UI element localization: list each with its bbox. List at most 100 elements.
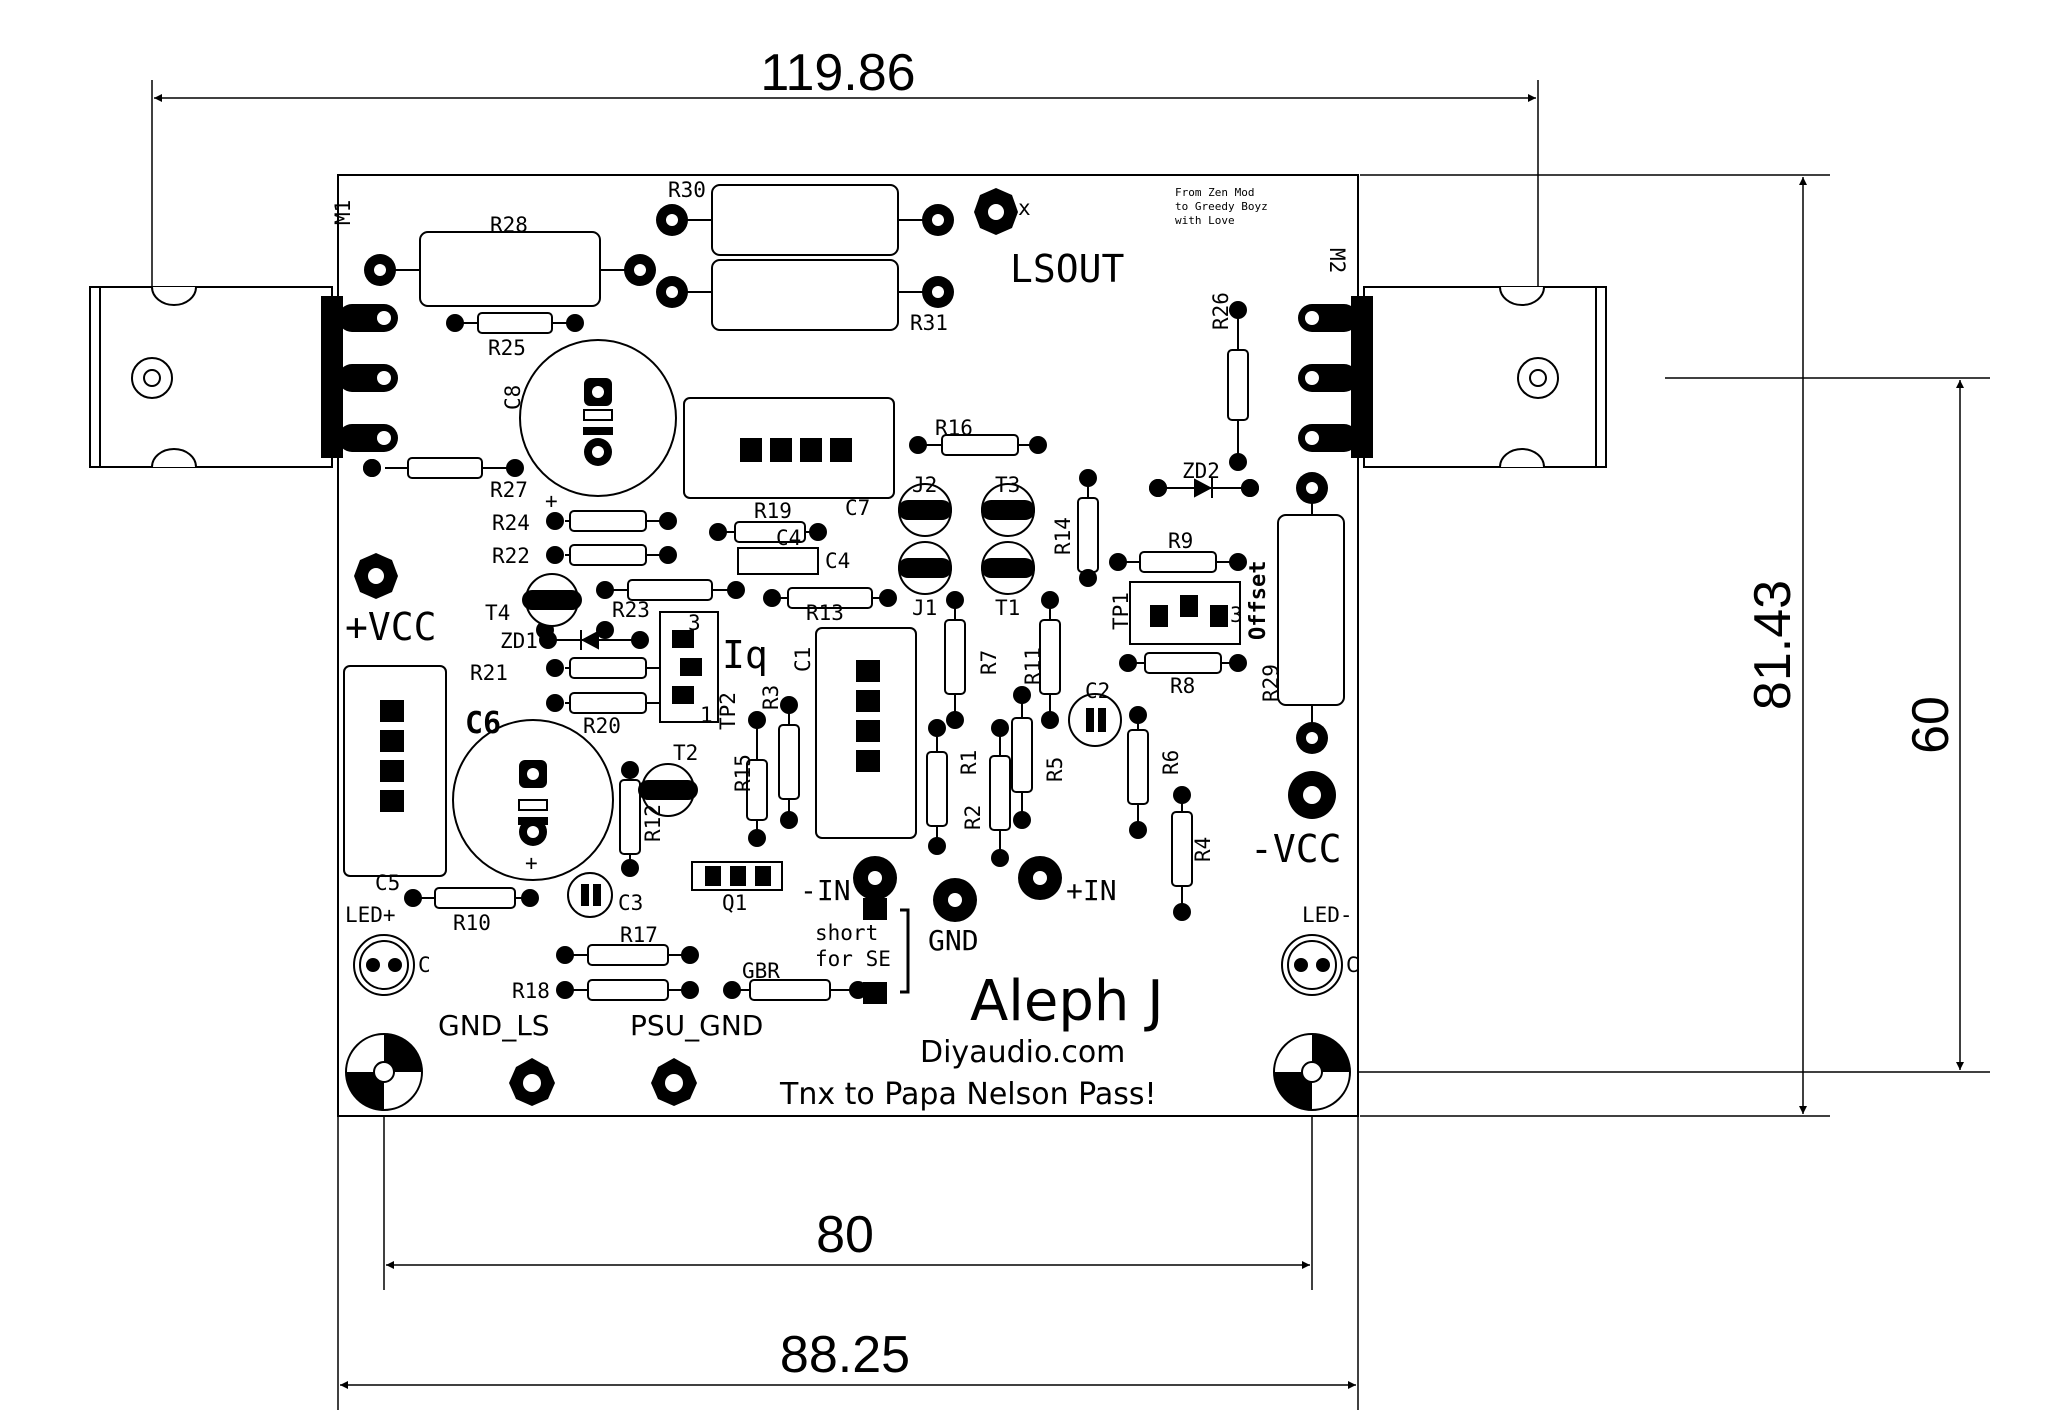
label-m1: M1 xyxy=(331,200,355,225)
label-m2: M2 xyxy=(1325,248,1349,273)
board-title: Aleph J xyxy=(970,969,1164,1034)
label-short: short xyxy=(815,921,878,945)
capacitor-c6-pads xyxy=(519,760,547,846)
label-r19: R19 xyxy=(754,499,792,523)
dim-right-short: 60 xyxy=(1902,696,1960,754)
label-r12: R12 xyxy=(641,804,665,842)
label-led-pos: LED+ xyxy=(345,903,396,927)
label-t4: T4 xyxy=(485,601,510,625)
label-r7: R7 xyxy=(977,650,1001,675)
label-vcc-pos: +VCC xyxy=(345,605,437,649)
label-r11: R11 xyxy=(1021,647,1045,685)
label-vcc-neg: -VCC xyxy=(1250,827,1342,871)
label-c4b: C4 xyxy=(825,549,850,573)
label-r25: R25 xyxy=(488,336,526,360)
small-pads xyxy=(363,301,1259,999)
zener-pads xyxy=(539,479,1259,649)
label-gnd: GND xyxy=(928,924,979,957)
label-for-se: for SE xyxy=(815,947,891,971)
x-mark: x xyxy=(1018,196,1031,220)
label-r24: R24 xyxy=(492,511,530,535)
label-r9: R9 xyxy=(1168,529,1193,553)
label-j2: J2 xyxy=(912,473,937,497)
label-r31: R31 xyxy=(910,311,948,335)
label-r6: R6 xyxy=(1159,750,1183,775)
label-r23: R23 xyxy=(612,598,650,622)
label-r1: R1 xyxy=(957,750,981,775)
q1-pads xyxy=(581,708,1106,906)
label-c7: C7 xyxy=(845,496,870,520)
label-r30: R30 xyxy=(668,178,706,202)
board-thanks: Tnx to Papa Nelson Pass! xyxy=(779,1077,1157,1112)
dedication-line-1: From Zen Mod xyxy=(1175,186,1254,199)
leds xyxy=(353,934,1343,996)
terminals xyxy=(354,188,1336,1106)
label-r18: R18 xyxy=(512,979,550,1003)
led-pads xyxy=(366,958,1330,972)
label-r14: R14 xyxy=(1051,517,1075,555)
label-tp2: TP2 xyxy=(716,692,740,730)
label-in-neg: -IN xyxy=(800,874,851,907)
label-in-pos: +IN xyxy=(1066,874,1117,907)
label-r27: R27 xyxy=(490,478,528,502)
dimension-lines xyxy=(151,80,1990,1410)
label-r5: R5 xyxy=(1043,757,1067,782)
mosfet-m1 xyxy=(89,286,343,468)
label-r8: R8 xyxy=(1170,674,1195,698)
dedication-line-2: to Greedy Boyz xyxy=(1175,200,1268,213)
label-c1: C1 xyxy=(791,647,815,672)
label-c2: C2 xyxy=(1085,679,1110,703)
mosfet-m2 xyxy=(1351,286,1607,468)
label-r4: R4 xyxy=(1191,837,1215,862)
label-r13: R13 xyxy=(806,601,844,625)
label-t2: T2 xyxy=(673,741,698,765)
mounting-holes xyxy=(345,1033,1351,1111)
label-r26: R26 xyxy=(1209,292,1233,330)
small-resistors-v xyxy=(619,310,1249,912)
label-tp2-pin3: 3 xyxy=(688,611,701,635)
label-led-neg: LED- xyxy=(1302,903,1353,927)
label-r21: R21 xyxy=(470,661,508,685)
label-zd1: ZD1 xyxy=(500,629,538,653)
label-gnd-ls: GND_LS xyxy=(438,1009,550,1042)
label-r17: R17 xyxy=(620,923,658,947)
c6-plus: + xyxy=(525,851,538,875)
label-c5: C5 xyxy=(375,871,400,895)
label-zd2: ZD2 xyxy=(1182,459,1220,483)
to92-pads xyxy=(522,500,1035,800)
dedication-line-3: with Love xyxy=(1175,214,1235,227)
label-gbr: GBR xyxy=(742,959,780,983)
film-cap-pads xyxy=(380,438,880,812)
trimmer-pads xyxy=(672,595,1228,704)
mosfet-pads xyxy=(338,304,1358,452)
dim-right-tall: 81.43 xyxy=(1744,580,1802,710)
capacitor-c8 xyxy=(519,339,677,497)
small-resistors-h xyxy=(385,312,1250,1001)
label-t3: T3 xyxy=(995,473,1020,497)
label-r3: R3 xyxy=(759,685,783,710)
short-se-bracket xyxy=(900,908,910,994)
capacitor-c8-pads xyxy=(584,378,612,466)
dim-top-width: 119.86 xyxy=(760,44,915,102)
dim-bottom-outer: 88.25 xyxy=(780,1326,910,1384)
c8-plus: + xyxy=(545,489,558,513)
label-tp1: TP1 xyxy=(1109,592,1133,630)
label-c3: C3 xyxy=(618,891,643,915)
label-r16: R16 xyxy=(935,416,973,440)
silkscreen-labels: From Zen Mod to Greedy Boyz with Love R3… xyxy=(345,178,1359,1042)
power-resistors xyxy=(380,184,1345,735)
label-r2: R2 xyxy=(961,805,985,830)
label-j1: J1 xyxy=(912,596,937,620)
label-q1: Q1 xyxy=(722,891,747,915)
label-c6: C6 xyxy=(465,706,501,741)
label-lsout: LSOUT xyxy=(1010,247,1124,291)
label-tp2-pin1: 1 xyxy=(700,703,713,727)
label-r15: R15 xyxy=(731,754,755,792)
label-psu-gnd: PSU_GND xyxy=(630,1009,763,1042)
label-offset: Offset xyxy=(1246,561,1271,640)
label-r22: R22 xyxy=(492,544,530,568)
zener-diodes xyxy=(548,478,1250,650)
label-c8: C8 xyxy=(501,385,525,410)
